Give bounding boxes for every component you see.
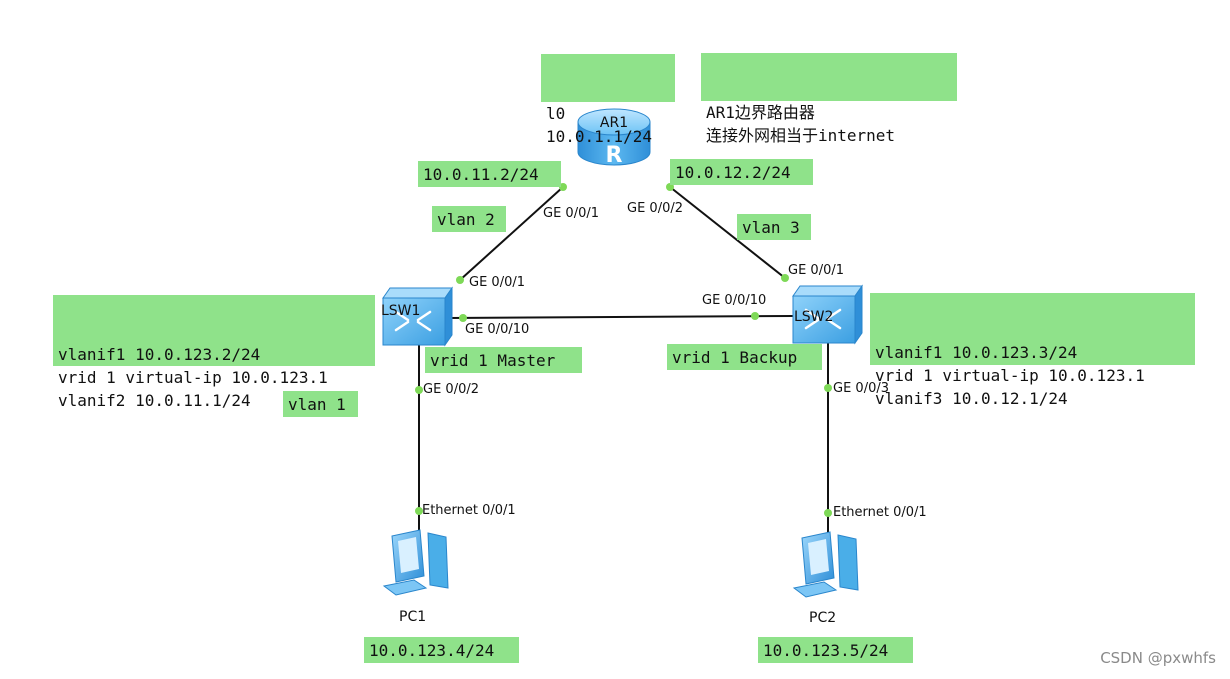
pc2-icon[interactable] bbox=[792, 531, 859, 598]
link-lsw1-lsw2 bbox=[448, 315, 794, 319]
port-dot-lsw1-ge10 bbox=[459, 314, 467, 322]
note-lsw1-vrrp: vrid 1 Master bbox=[425, 347, 582, 373]
switch-lsw2-icon[interactable] bbox=[792, 284, 863, 345]
port-dot-ar1-ge2 bbox=[666, 183, 674, 191]
port-dot-lsw1-ge2 bbox=[415, 386, 423, 394]
watermark: CSDN @pxwhfs bbox=[1100, 649, 1216, 667]
note-vlan1: vlan 1 bbox=[283, 391, 358, 417]
port-label-lsw1-ge2: GE 0/0/2 bbox=[423, 382, 479, 397]
note-lsw2-vrrp: vrid 1 Backup bbox=[667, 344, 822, 370]
port-dot-lsw2-ge3 bbox=[824, 384, 832, 392]
port-label-lsw2-ge10: GE 0/0/10 bbox=[702, 293, 767, 308]
note-pc2-ip: 10.0.123.5/24 bbox=[758, 637, 913, 663]
pc1-label: PC1 bbox=[399, 609, 427, 625]
port-dot-lsw2-ge1 bbox=[781, 274, 789, 282]
port-label-lsw1-ge1: GE 0/0/1 bbox=[469, 275, 525, 290]
note-ar1-ge1-ip: 10.0.11.2/24 bbox=[418, 161, 561, 187]
port-label-lsw2-ge1: GE 0/0/1 bbox=[788, 263, 844, 278]
pc1-icon[interactable] bbox=[382, 529, 449, 596]
lsw2-label: LSW2 bbox=[794, 309, 834, 325]
link-ar1-lsw1 bbox=[459, 186, 564, 281]
port-label-pc1-eth: Ethernet 0/0/1 bbox=[422, 503, 516, 518]
port-label-ar1-ge2: GE 0/0/2 bbox=[627, 201, 683, 216]
note-pc1-ip: 10.0.123.4/24 bbox=[364, 637, 519, 663]
switch-lsw1-icon[interactable] bbox=[382, 286, 453, 347]
link-ar1-lsw2 bbox=[669, 186, 786, 279]
port-dot-lsw1-ge1 bbox=[456, 276, 464, 284]
lsw1-label: LSW1 bbox=[381, 303, 421, 319]
router-icon[interactable]: R AR1 bbox=[577, 108, 651, 168]
port-dot-lsw2-ge10 bbox=[751, 312, 759, 320]
port-dot-pc2-eth bbox=[824, 509, 832, 517]
port-label-pc2-eth: Ethernet 0/0/1 bbox=[833, 505, 927, 520]
note-ar1-description: AR1边界路由器连接外网相当于internet bbox=[701, 53, 957, 145]
port-label-lsw1-ge10: GE 0/0/10 bbox=[465, 322, 530, 337]
port-dot-ar1-ge1 bbox=[559, 183, 567, 191]
port-label-ar1-ge1: GE 0/0/1 bbox=[543, 206, 599, 221]
note-vlan2: vlan 2 bbox=[432, 206, 506, 232]
note-vlan3: vlan 3 bbox=[737, 214, 811, 240]
router-symbol: R bbox=[606, 143, 623, 168]
pc2-label: PC2 bbox=[809, 610, 837, 626]
note-ar1-ge2-ip: 10.0.12.2/24 bbox=[670, 159, 813, 185]
port-label-lsw2-ge3: GE 0/0/3 bbox=[833, 381, 889, 396]
port-dot-pc1-eth bbox=[415, 507, 423, 515]
router-name: AR1 bbox=[600, 115, 628, 131]
